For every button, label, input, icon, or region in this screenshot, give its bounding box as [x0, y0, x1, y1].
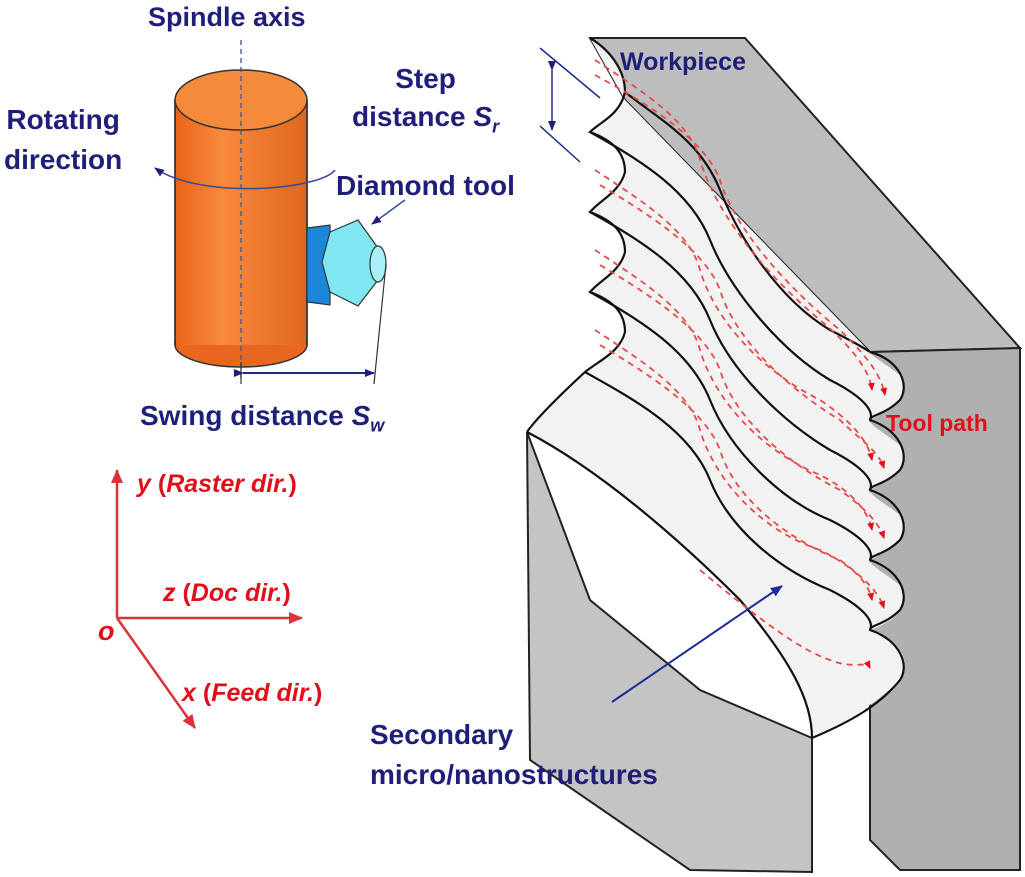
diamond-tool-label: Diamond tool: [336, 170, 515, 201]
z-axis-label: z (Doc dir.): [163, 581, 291, 606]
x-axis-close-paren: ): [314, 679, 323, 707]
x-axis-open-paren: (: [202, 679, 212, 707]
x-axis-label: x (Feed dir.): [182, 681, 322, 706]
swing-extension-line: [373, 263, 387, 385]
groove-edge-right: [811, 350, 905, 740]
groove-edge-left: [584, 37, 627, 373]
x-axis-direction: Feed dir.: [211, 679, 314, 707]
z-axis-close-paren: ): [282, 579, 291, 607]
step-distance-dimension: [539, 47, 601, 163]
swing-subscript: w: [370, 415, 385, 436]
tool-tip: [369, 245, 387, 283]
z-axis-direction: Doc dir.: [190, 579, 283, 607]
secondary-label-line1: Secondary: [370, 719, 514, 750]
rotating-direction-label: Rotating direction: [4, 100, 122, 180]
swing-label-text: Swing distance: [140, 400, 352, 431]
tool-path-line: [594, 74, 888, 396]
step-label-line1: Step: [395, 63, 456, 94]
step-label-text: distance: [352, 101, 474, 132]
workpiece-block: [526, 37, 1023, 874]
z-axis-letter: z: [163, 579, 176, 607]
groove-edge-front: [526, 371, 586, 433]
step-extension-line: [539, 47, 601, 99]
swing-distance-label: Swing distance Sw: [140, 402, 384, 435]
groove-edge-bottom: [526, 431, 814, 739]
groove-ridges: [526, 37, 905, 740]
workpiece-front-face: [526, 431, 813, 874]
tool-path-line: [594, 169, 875, 461]
tool-path-line: [699, 569, 871, 669]
y-axis-close-paren: ): [288, 470, 297, 498]
groove-ridge: [589, 131, 873, 421]
coordinate-axes: [111, 469, 303, 729]
y-axis-open-paren: (: [157, 470, 167, 498]
groove-ridge: [589, 211, 873, 491]
machined-surface: [527, 38, 905, 738]
tool-path-line: [594, 249, 875, 531]
rotating-label-line1: Rotating: [6, 104, 120, 135]
tool-path-line: [594, 59, 875, 391]
step-symbol: S: [473, 101, 493, 132]
secondary-label-line2: micro/nanostructures: [370, 759, 658, 790]
rotating-label-line2: direction: [4, 144, 123, 175]
tool-path-label: Tool path: [886, 410, 988, 436]
groove-ridge: [584, 371, 873, 631]
y-axis-direction: Raster dir.: [166, 470, 289, 498]
y-axis-label: y (Raster dir.): [137, 472, 297, 497]
secondary-structure-arrow: [611, 585, 783, 703]
workpiece-label: Workpiece: [620, 48, 746, 76]
y-axis-letter: y: [137, 470, 151, 498]
z-axis-open-paren: (: [182, 579, 191, 607]
secondary-structures-label: Secondary micro/nanostructures: [370, 715, 658, 795]
step-label-line2: distance Sr: [352, 98, 499, 146]
tool-path-line: [599, 184, 886, 469]
step-subscript: r: [492, 116, 500, 137]
step-distance-label: Step distance Sr: [352, 60, 499, 146]
tool-holder: [306, 224, 331, 306]
origin-label: o: [98, 616, 115, 646]
groove-ridge: [589, 291, 873, 561]
tool-path-line: [594, 329, 875, 601]
tool-path-lines: [594, 59, 888, 669]
spindle-axis-label: Spindle axis: [148, 2, 306, 32]
step-extension-line: [539, 125, 581, 163]
spindle-assembly: [154, 40, 406, 385]
tool-path-line: [599, 344, 886, 609]
rotating-direction-arrow: [154, 167, 336, 190]
tool-path-line: [599, 264, 886, 539]
x-axis-letter: x: [182, 679, 196, 707]
diamond-tool: [321, 219, 379, 307]
swing-symbol: S: [351, 400, 371, 431]
workpiece-right-face: [869, 346, 1021, 871]
x-axis-arrow: [115, 617, 197, 729]
diamond-tool-pointer: [371, 199, 406, 225]
